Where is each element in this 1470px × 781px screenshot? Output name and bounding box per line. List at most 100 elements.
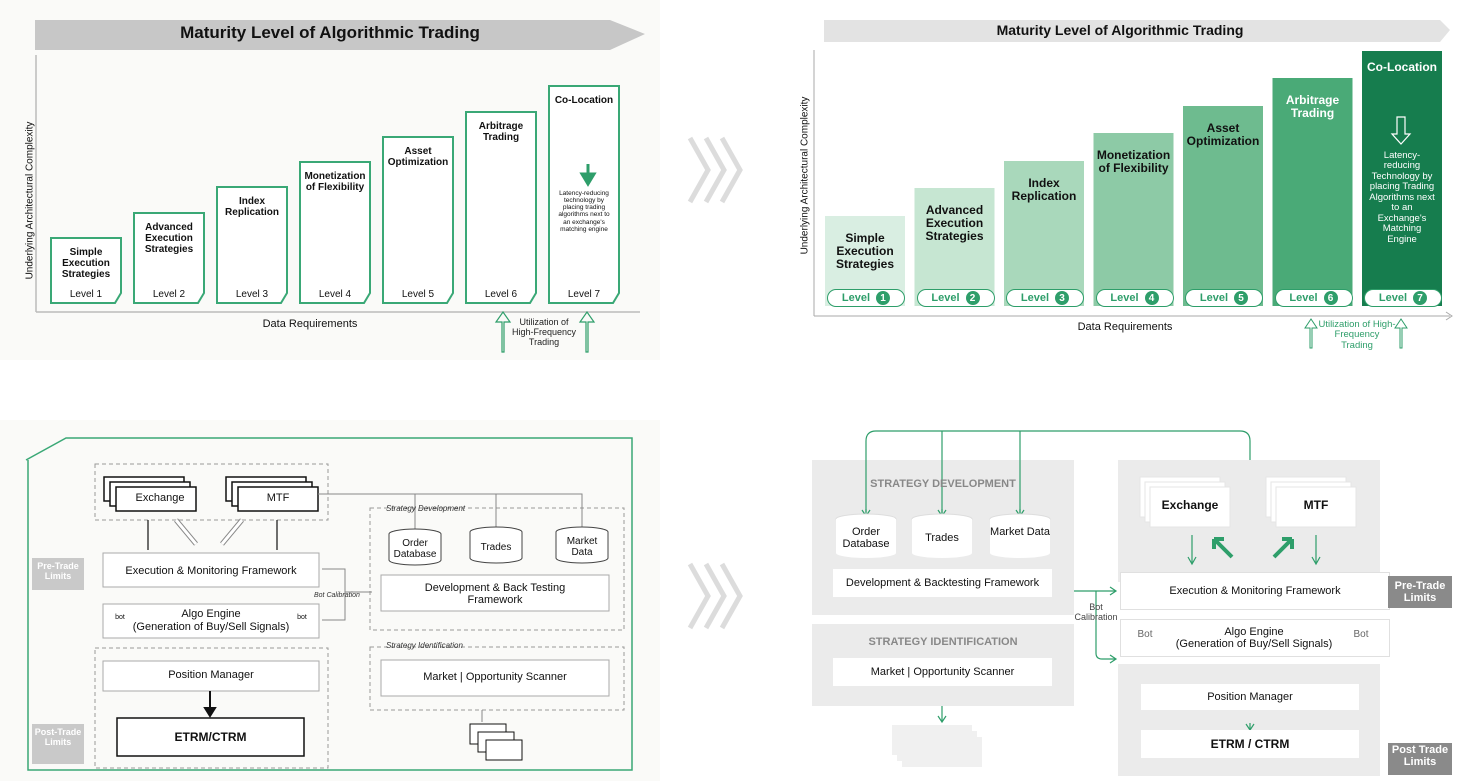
market-data-store: Market Data bbox=[566, 536, 598, 558]
level-name: Co-Location bbox=[1367, 60, 1437, 74]
execution-framework: Execution & Monitoring Framework bbox=[1120, 572, 1390, 610]
level-word: Level bbox=[1110, 292, 1139, 304]
execution-framework: Execution & Monitoring Framework bbox=[125, 565, 297, 577]
axis-arrow-icon bbox=[1445, 311, 1453, 321]
level-name: Simple Execution Strategies bbox=[835, 231, 895, 272]
level-name: Arbitrage Trading bbox=[1285, 93, 1340, 121]
hft-note: Utilization of High-Frequency Trading bbox=[511, 317, 577, 347]
level-label: Level 6 bbox=[484, 289, 518, 300]
level-word: Level bbox=[1020, 292, 1050, 304]
level-badge: Level 4 bbox=[1095, 289, 1174, 307]
level-bar bbox=[133, 212, 205, 304]
algo-engine-box bbox=[1120, 619, 1390, 657]
dev-backtest-framework: Development & Backtesting Framework bbox=[833, 569, 1052, 597]
maturity-redesigned-graphics bbox=[813, 20, 1453, 349]
level-label: Level 5 bbox=[401, 289, 435, 300]
level-name: Asset Optimization bbox=[387, 146, 449, 168]
level-label: Level 7 bbox=[567, 289, 601, 300]
level-bar bbox=[1004, 161, 1084, 306]
level-bar bbox=[1183, 106, 1263, 306]
architecture-original-graphics bbox=[25, 437, 633, 771]
level-detail: Latency-reducing Technology by placing T… bbox=[1369, 150, 1435, 245]
level-name: Advanced Execution Strategies bbox=[925, 203, 984, 244]
mtf-node: MTF bbox=[266, 492, 290, 504]
architecture-redesigned-graphics bbox=[835, 430, 1357, 767]
hft-note: Utilization of High-Frequency Trading bbox=[1318, 319, 1396, 351]
level-bar bbox=[216, 186, 288, 304]
level-name: Arbitrage Trading bbox=[478, 121, 524, 143]
arrow-up-icon bbox=[1394, 318, 1408, 349]
order-database: Order Database bbox=[393, 538, 437, 560]
x-axis-label: Data Requirements bbox=[1077, 321, 1173, 333]
level-label: Level 4 bbox=[318, 289, 352, 300]
level-number: 3 bbox=[1055, 291, 1070, 305]
level-name: Monetization of Flexibility bbox=[304, 171, 366, 193]
bot-icon: Bot bbox=[1353, 629, 1369, 640]
arrow-up-icon bbox=[578, 310, 596, 353]
level-word: Level bbox=[1378, 292, 1408, 304]
level-number: 7 bbox=[1413, 291, 1428, 305]
maturity-original-graphics bbox=[35, 20, 645, 353]
position-manager: Position Manager bbox=[168, 669, 254, 681]
algo-engine-subtitle: (Generation of Buy/Sell Signals) bbox=[1175, 638, 1333, 650]
pre-trade-limits: Pre-Trade Limits bbox=[32, 558, 84, 590]
y-axis-label: Underlying Architectural Complexity bbox=[799, 96, 811, 255]
level-name: Index Replication bbox=[1011, 176, 1077, 204]
level-number: 5 bbox=[1234, 291, 1249, 305]
pre-trade-limits: Pre-Trade Limits bbox=[1388, 576, 1452, 608]
level-bar bbox=[548, 85, 620, 304]
level-name: Asset Optimization bbox=[1186, 121, 1260, 149]
level-bar bbox=[465, 111, 537, 304]
level-number: 4 bbox=[1144, 291, 1159, 305]
post-trade-limits: Post Trade Limits bbox=[1388, 743, 1452, 775]
etrm-ctrm: ETRM / CTRM bbox=[1141, 730, 1359, 758]
level-bar bbox=[382, 136, 454, 304]
post-trade-limits: Post-Trade Limits bbox=[32, 724, 84, 764]
maturity-chart-redesigned: Maturity Level of Algorithmic Trading Un… bbox=[790, 10, 1460, 360]
architecture-original: Exchange MTF Execution & Monitoring Fram… bbox=[0, 420, 660, 781]
level-name: Monetization of Flexibility bbox=[1096, 148, 1171, 176]
bot-icon: Bot bbox=[1137, 629, 1153, 640]
bot-icon: bot bbox=[297, 614, 307, 621]
chevron-right-icon bbox=[687, 136, 743, 204]
maturity-chart-original: Maturity Level of Algorithmic Trading Un… bbox=[0, 0, 660, 360]
level-word: Level bbox=[1199, 292, 1229, 304]
order-database: Order Database bbox=[842, 526, 890, 551]
trades-store: Trades bbox=[480, 542, 512, 553]
level-bar bbox=[50, 237, 122, 304]
level-bar bbox=[1362, 51, 1442, 306]
arrow-up-icon bbox=[494, 310, 512, 353]
strategy-identification-title: STRATEGY IDENTIFICATION bbox=[868, 636, 1018, 648]
bot-calibration-label: Bot Calibration bbox=[314, 592, 360, 599]
strategy-development-title: STRATEGY DEVELOPMENT bbox=[870, 478, 1016, 490]
strategy-identification-label: Strategy Identification bbox=[386, 641, 463, 650]
y-axis-label: Underlying Architectural Complexity bbox=[24, 121, 36, 280]
title-arrow bbox=[35, 20, 645, 50]
level-badge: Level 5 bbox=[1185, 289, 1263, 307]
level-word: Level bbox=[1289, 292, 1318, 304]
exchange-node: Exchange bbox=[1161, 498, 1219, 512]
level-name: Simple Execution Strategies bbox=[61, 247, 111, 280]
arrow-up-icon bbox=[1304, 318, 1318, 349]
level-word: Level bbox=[931, 292, 960, 304]
algo-engine: Algo Engine bbox=[181, 608, 241, 620]
x-axis-label: Data Requirements bbox=[262, 318, 358, 330]
arrow-down-icon bbox=[1390, 116, 1412, 145]
strategy-development-label: Strategy Development bbox=[386, 504, 466, 513]
level-detail: Latency-reducing technology by placing t… bbox=[558, 190, 610, 233]
level-number: 6 bbox=[1323, 291, 1338, 305]
chart-title: Maturity Level of Algorithmic Trading bbox=[180, 23, 480, 42]
arrow-down-icon bbox=[579, 164, 597, 187]
opportunity-scanner: Market | Opportunity Scanner bbox=[423, 671, 567, 683]
title-arrow bbox=[824, 20, 1450, 42]
architecture-redesigned: STRATEGY DEVELOPMENT Order Database Trad… bbox=[800, 425, 1470, 781]
level-label: Level 1 bbox=[69, 289, 103, 300]
level-bar bbox=[914, 188, 995, 306]
mtf-node: MTF bbox=[1303, 498, 1329, 512]
chart-title: Maturity Level of Algorithmic Trading bbox=[996, 22, 1244, 38]
level-badge: Level 6 bbox=[1274, 289, 1353, 307]
level-name: Co-Location bbox=[554, 95, 614, 106]
bot-calibration-label: Bot Calibration bbox=[1074, 602, 1118, 622]
